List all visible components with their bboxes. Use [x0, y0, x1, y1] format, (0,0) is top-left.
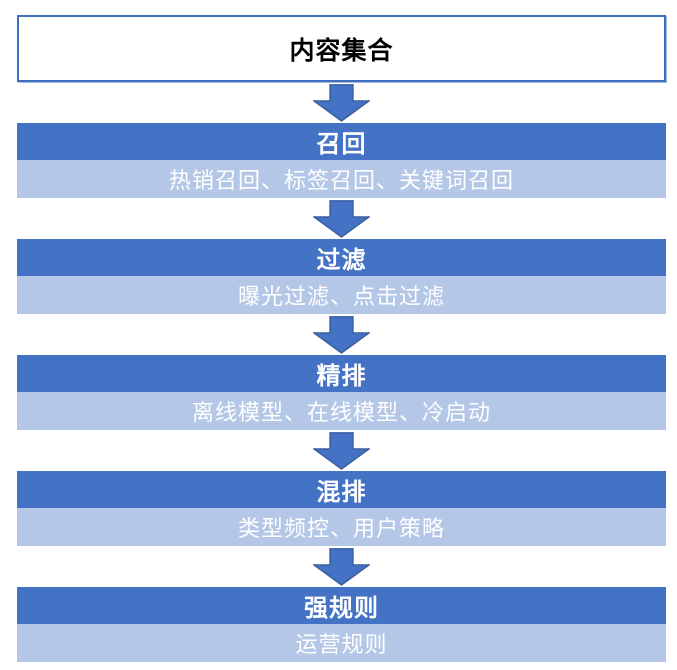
- down-arrow-icon: [313, 315, 370, 354]
- stage-name: 召回: [316, 131, 367, 158]
- arrow-row: [17, 546, 666, 587]
- stage-header: 强规则: [17, 587, 666, 624]
- stage-header: 混排: [17, 471, 666, 508]
- stage-detail-text: 离线模型、在线模型、冷启动: [191, 400, 491, 425]
- arrow-row: [17, 314, 666, 355]
- stage-hard-rules: 强规则 运营规则: [17, 587, 666, 662]
- stage-detail: 热销召回、标签召回、关键词召回: [17, 160, 666, 198]
- stage-recall: 召回 热销召回、标签召回、关键词召回: [17, 123, 666, 198]
- down-arrow-icon: [313, 547, 370, 586]
- stage-filter: 过滤 曝光过滤、点击过滤: [17, 239, 666, 314]
- stage-detail: 离线模型、在线模型、冷启动: [17, 392, 666, 430]
- stage-header: 过滤: [17, 239, 666, 276]
- down-arrow-icon: [313, 199, 370, 238]
- stage-name: 过滤: [316, 247, 367, 274]
- stage-detail: 类型频控、用户策略: [17, 508, 666, 546]
- stage-header: 精排: [17, 355, 666, 392]
- stage-detail-text: 热销召回、标签召回、关键词召回: [168, 168, 514, 193]
- stage-name: 强规则: [304, 595, 379, 622]
- stage-detail: 曝光过滤、点击过滤: [17, 276, 666, 314]
- stage-header: 召回: [17, 123, 666, 160]
- stage-detail-text: 类型频控、用户策略: [237, 516, 445, 541]
- title-box: 内容集合: [17, 15, 666, 82]
- stage-detail-text: 曝光过滤、点击过滤: [237, 284, 445, 309]
- stage-detail-text: 运营规则: [295, 632, 388, 657]
- arrow-row: [17, 82, 666, 123]
- arrow-row: [17, 430, 666, 471]
- stage-detail: 运营规则: [17, 624, 666, 662]
- title-text: 内容集合: [289, 36, 394, 65]
- stage-name: 精排: [316, 363, 367, 390]
- down-arrow-icon: [313, 431, 370, 470]
- stage-name: 混排: [316, 479, 367, 506]
- stage-fine-ranking: 精排 离线模型、在线模型、冷启动: [17, 355, 666, 430]
- down-arrow-icon: [313, 83, 370, 122]
- flowchart-stack: 内容集合 召回 热销召回、标签召回、关键词召回 过滤 曝光: [17, 15, 666, 662]
- stage-mixed-ranking: 混排 类型频控、用户策略: [17, 471, 666, 546]
- arrow-row: [17, 198, 666, 239]
